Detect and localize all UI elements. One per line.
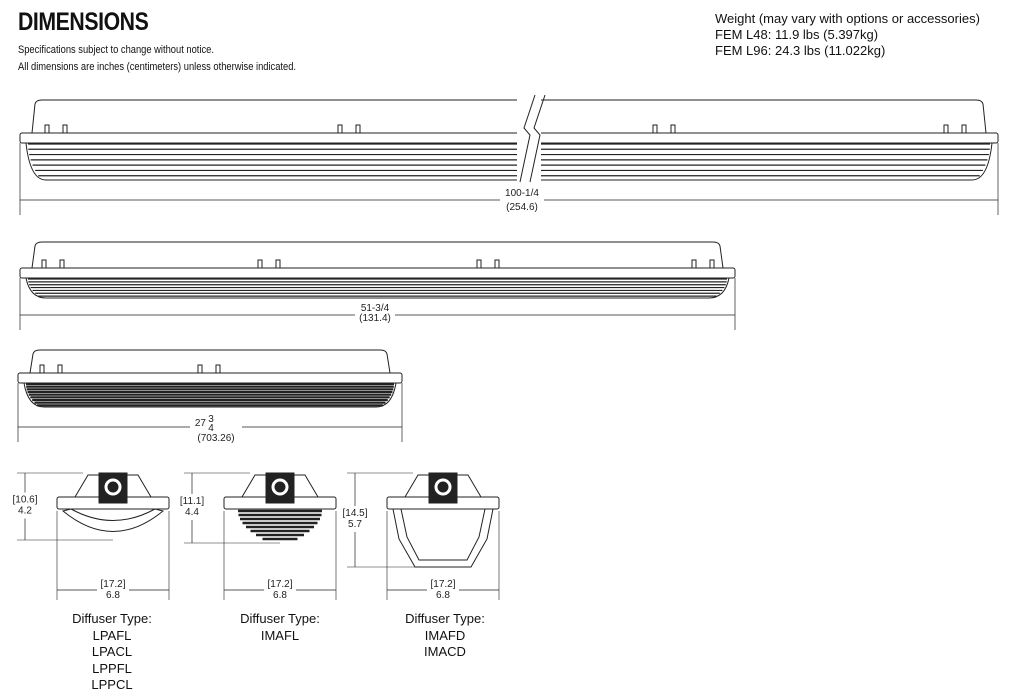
clip-tab [257,259,263,269]
break-symbol [519,94,546,183]
diffuser-type: IMAFL [260,627,300,643]
height-in: 5.7 [348,519,362,530]
height-cm: [14.5] [342,508,367,519]
end-view-3 [339,472,500,602]
length-24-den: 4 [208,423,214,434]
diffuser-type: LPPCL [91,677,133,692]
fixture-flange [17,372,403,384]
diffuser-label: Diffuser Type: [405,611,485,626]
label-bg [176,494,208,520]
fixture-side-24 [17,349,403,442]
diffuser-label: Diffuser Type: [72,611,152,626]
clip-tab [39,364,45,374]
width-cm: [17.2] [100,579,125,590]
height-cm: [11.1] [180,496,204,507]
fixture-side-48 [19,241,736,330]
length-96-cm: (254.6) [506,202,538,213]
clip-tab [59,259,65,269]
label-bg [97,580,129,602]
clip-tab [961,124,967,134]
length-24-cm: (703.26) [197,433,234,444]
length-96-in: 100-1/4 [505,188,539,199]
width-in: 6.8 [106,590,120,601]
diffuser-type: LPPFL [92,660,132,676]
label-bg [427,580,459,602]
label-bg [500,188,544,212]
label-bg [9,492,41,519]
fixture-housing [31,241,724,269]
clip-tab [275,259,281,269]
fixture-housing [31,99,987,134]
diffuser-outline [23,382,397,408]
label-bg [264,580,296,602]
clip-tab [943,124,949,134]
clip-tab [215,364,221,374]
weight-heading: Weight (may vary with options or accesso… [715,11,980,26]
spec-note: Specifications subject to change without… [18,44,214,56]
label-bg [355,306,395,324]
label-bg [339,506,371,532]
width-cm: [17.2] [430,579,455,590]
height-in: 4.2 [18,506,32,517]
end-view-1 [9,472,170,602]
clip-tab [355,124,361,134]
fixture-flange [19,132,999,144]
diffuser-type: IMACD [424,644,466,659]
length-48-cm: (131.4) [359,313,391,324]
fixture-flange [19,267,736,279]
height-in: 4.4 [185,507,199,518]
height-cm: [10.6] [12,495,37,506]
clip-tab [476,259,482,269]
units-note: All dimensions are inches (centimeters) … [18,61,297,73]
fixture-housing [29,349,391,374]
diffuser-group-2: Diffuser Type: IMAFL [205,611,355,644]
weight-l48: FEM L48: 11.9 lbs (5.397kg) [715,27,879,42]
diffuser-label: Diffuser Type: [240,611,320,626]
fixture-side-96 [19,99,999,215]
diffuser-type: LPACL [91,644,133,659]
clip-tab [670,124,676,134]
clip-tab [709,259,715,269]
clip-tab [691,259,697,269]
diffuser-group-3: Diffuser Type: IMAFD IMACD [370,611,520,661]
clip-tab [494,259,500,269]
diffuser-type: IMAFD [424,627,466,643]
end-view-2 [176,472,337,602]
diffuser-outline [25,142,993,181]
weight-l96: FEM L96: 24.3 lbs (11.022kg) [715,43,886,58]
diffuser-arc [61,508,165,532]
clip-tab [44,124,50,134]
diffuser-deep [392,508,494,568]
connector-center [107,481,119,493]
clip-tab [652,124,658,134]
diffuser-type: LPAFL [92,627,132,643]
clip-tab [41,259,47,269]
connector-center [437,481,449,493]
length-48-in: 51-3/4 [361,303,390,314]
length-24-whole: 27 [195,418,207,429]
width-cm: [17.2] [267,579,292,590]
clip-tab [62,124,68,134]
connector-center [274,481,286,493]
clip-tab [337,124,343,134]
length-24-num: 3 [208,414,214,425]
width-in: 6.8 [273,590,287,601]
label-bg [190,415,242,445]
page-title: DIMENSIONS [18,8,149,36]
clip-tab [57,364,63,374]
diffuser-outline [25,277,730,299]
width-in: 6.8 [436,590,450,601]
clip-tab [197,364,203,374]
diffuser-group-1: Diffuser Type: LPAFL LPACL LPPFL LPPCL [37,611,187,694]
